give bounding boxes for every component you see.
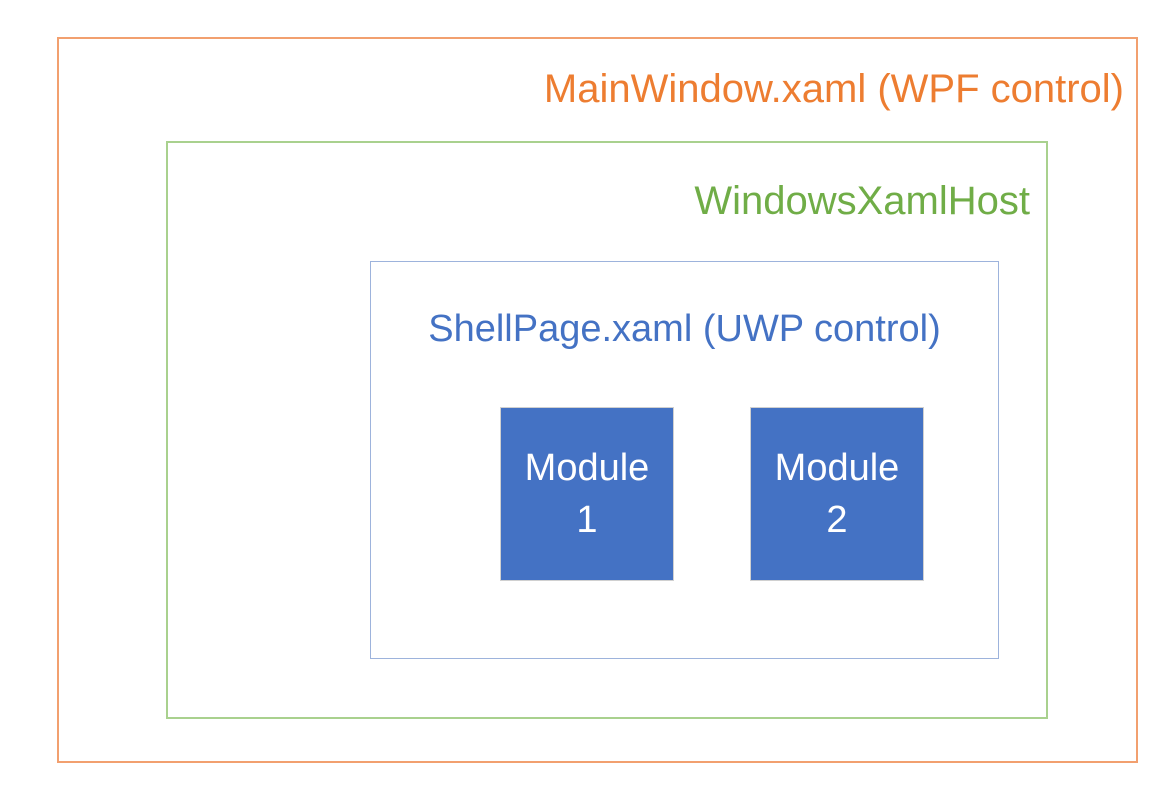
windows-xaml-host-box: WindowsXamlHost ShellPage.xaml (UWP cont… [166,141,1048,719]
windows-xaml-host-label: WindowsXamlHost [694,179,1030,223]
module-1-box: Module 1 [500,407,674,581]
module-1-label: Module 1 [524,447,650,541]
mainwindow-wpf-box: MainWindow.xaml (WPF control) WindowsXam… [57,37,1138,763]
mainwindow-wpf-label: MainWindow.xaml (WPF control) [543,67,1124,111]
module-2-box: Module 2 [750,407,924,581]
shellpage-uwp-label: ShellPage.xaml (UWP control) [428,308,941,350]
module-2-label: Module 2 [774,447,900,541]
shellpage-uwp-box: ShellPage.xaml (UWP control) Module 1 Mo… [370,261,999,659]
